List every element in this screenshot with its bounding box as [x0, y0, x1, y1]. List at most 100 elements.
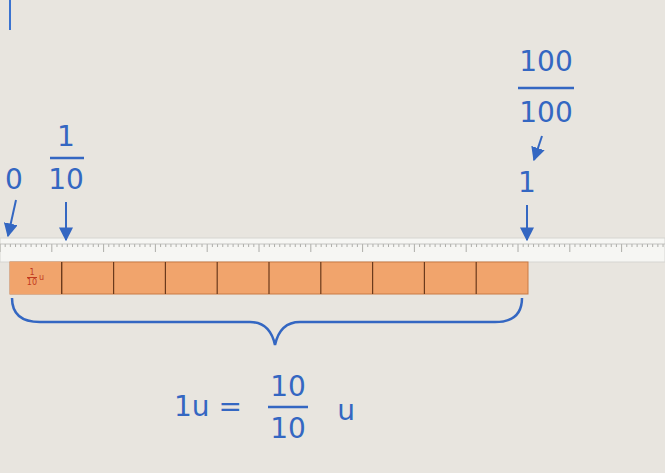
tape-tick [5, 244, 6, 247]
tape-tick [347, 244, 348, 247]
tape-tick [186, 244, 187, 247]
tape-tick [25, 244, 26, 247]
tape-tick [191, 244, 192, 247]
tape-tick [284, 244, 285, 247]
tape-tick [150, 244, 151, 247]
tape-tick [295, 244, 296, 247]
tape-tick [388, 244, 389, 247]
tape-tick [233, 244, 234, 247]
handwritten-label: 0 [5, 166, 23, 194]
tape-tick [502, 244, 503, 247]
tape-tick [129, 244, 130, 247]
tape-tick [36, 244, 37, 247]
handwritten-label: 1u = [174, 393, 242, 421]
tape-tick [176, 244, 177, 247]
tape-ticks [0, 244, 665, 252]
tape-tick [315, 244, 316, 247]
tape-tick [181, 244, 182, 247]
tape-tick [207, 244, 208, 252]
tape-tick [429, 244, 430, 247]
tape-tick [160, 244, 161, 247]
strip-divider [476, 262, 477, 294]
tape-tick [574, 244, 575, 247]
tape-tick [222, 244, 223, 247]
tape-tick [41, 244, 42, 247]
tape-tick [367, 244, 368, 247]
tape-tick [310, 244, 311, 252]
tape-tick [481, 244, 482, 247]
tape-tick [445, 244, 446, 247]
tape-tick [279, 244, 280, 247]
curly-brace [12, 298, 522, 345]
tape-tick [93, 244, 94, 247]
tape-tick [404, 244, 405, 247]
tape-tick [611, 244, 612, 247]
tape-tick [119, 244, 120, 247]
tape-tick [652, 244, 653, 247]
tape-tick [31, 244, 32, 247]
tape-tick [657, 244, 658, 247]
fraction-bar [268, 406, 308, 409]
tape-tick [606, 244, 607, 247]
strip-divider [165, 262, 166, 294]
tape-tick [134, 244, 135, 247]
tape-tick [227, 244, 228, 247]
segment-label: 10 [27, 277, 37, 287]
tape-tick [139, 244, 140, 247]
handwritten-label: 10 [48, 166, 84, 194]
tape-tick [533, 244, 534, 247]
tape-tick [559, 244, 560, 247]
tape-tick [647, 244, 648, 247]
tape-tick [471, 244, 472, 247]
tape-tick [124, 244, 125, 247]
tape-tick [637, 244, 638, 247]
tape-tick [528, 244, 529, 247]
strip-divider [424, 262, 425, 294]
tape-tick [372, 244, 373, 247]
pointer-arrow [8, 200, 16, 236]
tape-tick [466, 244, 467, 252]
tape-tick [113, 244, 114, 247]
tape-tick [424, 244, 425, 247]
tape-tick [108, 244, 109, 247]
tape-tick [461, 244, 462, 247]
tape-tick [67, 244, 68, 247]
tape-tick [51, 244, 52, 252]
tape-tick [98, 244, 99, 247]
tape-tick [300, 244, 301, 247]
tape-tick [243, 244, 244, 247]
handwritten-label: 10 [270, 373, 306, 401]
tape-tick [274, 244, 275, 247]
tape-tick [196, 244, 197, 247]
tape-tick [46, 244, 47, 247]
tape-tick [56, 244, 57, 247]
handwritten-label: u [337, 397, 355, 425]
segment-label: 1 [29, 269, 34, 277]
tape-tick [549, 244, 550, 247]
tape-tick [564, 244, 565, 247]
tape-tick [145, 244, 146, 247]
tape-tick [518, 244, 519, 252]
tape-tick [305, 244, 306, 247]
strip-divider [268, 262, 269, 294]
tape-tick [15, 244, 16, 247]
tape-tick [321, 244, 322, 247]
tape-rule [0, 244, 665, 245]
tape-tick [10, 244, 11, 247]
tape-tick [507, 244, 508, 247]
segment-label: u [39, 274, 44, 282]
tape-tick [290, 244, 291, 247]
strip-segment: 110u [10, 262, 62, 294]
handwritten-label: 100 [519, 99, 572, 127]
tape-tick [616, 244, 617, 247]
tape-tick [77, 244, 78, 247]
pointer-arrow [526, 205, 528, 240]
tape-tick [450, 244, 451, 247]
tape-tick [0, 244, 1, 252]
tape-tick [409, 244, 410, 247]
measuring-tape [0, 238, 665, 262]
tape-tick [554, 244, 555, 247]
tape-tick [82, 244, 83, 247]
tape-tick [259, 244, 260, 252]
tape-tick [642, 244, 643, 247]
